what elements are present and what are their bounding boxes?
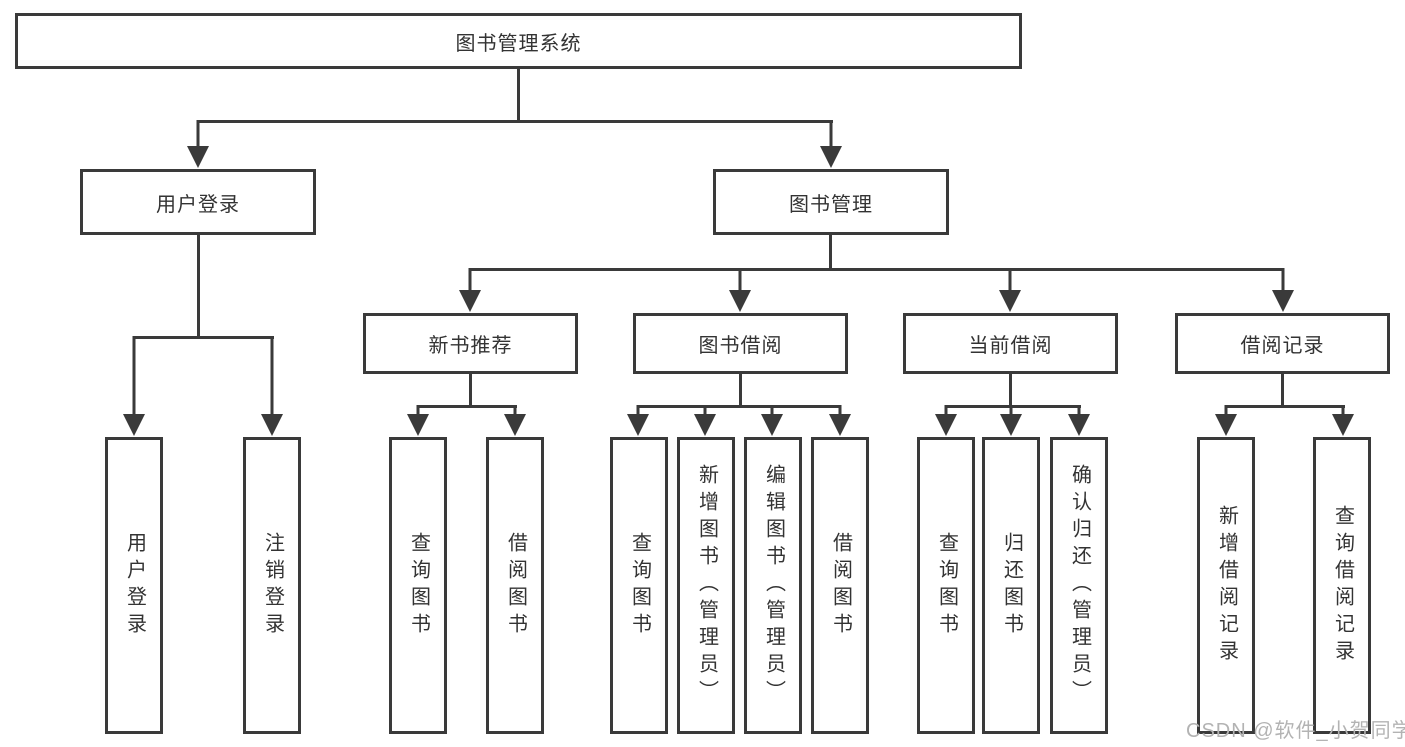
arrowhead-down-icon — [459, 268, 481, 312]
node-root-label: 图书管理系统 — [455, 32, 582, 55]
leaf-add-book-admin: 新增图书（管理员） — [677, 437, 735, 734]
leaf-label: 用户登录 — [123, 531, 146, 640]
node-label: 借阅记录 — [1240, 335, 1325, 357]
node-book-borrow: 图书借阅 — [633, 313, 848, 374]
leaf-label: 确认归还（管理员） — [1068, 464, 1091, 707]
node-borrow-records: 借阅记录 — [1175, 313, 1390, 374]
arrowhead-down-icon — [935, 405, 957, 436]
connector-line — [469, 268, 1284, 271]
arrowhead-down-icon — [123, 336, 145, 436]
arrowhead-down-icon — [1215, 405, 1237, 436]
connector-line — [197, 120, 833, 123]
arrowhead-down-icon — [694, 405, 716, 436]
leaf-confirm-return-admin: 确认归还（管理员） — [1050, 437, 1108, 734]
leaf-return-book: 归还图书 — [982, 437, 1040, 734]
connector-line — [829, 235, 832, 270]
connector-line — [133, 336, 274, 339]
leaf-label: 注销登录 — [261, 531, 284, 640]
leaf-query-books-2: 查询图书 — [610, 437, 668, 734]
connector-line — [1281, 374, 1284, 407]
leaf-query-books-1: 查询图书 — [389, 437, 447, 734]
connector-line — [945, 405, 1081, 408]
arrowhead-down-icon — [761, 405, 783, 436]
node-book-management-branch: 图书管理 — [713, 169, 949, 235]
connector-line — [637, 405, 841, 408]
arrowhead-down-icon — [627, 405, 649, 436]
leaf-user-login: 用户登录 — [105, 437, 163, 734]
connector-line — [417, 405, 517, 408]
leaf-query-borrow-record: 查询借阅记录 — [1313, 437, 1371, 734]
leaf-label: 新增图书（管理员） — [695, 464, 718, 707]
leaf-label: 查询借阅记录 — [1331, 504, 1354, 667]
leaf-label: 编辑图书（管理员） — [762, 464, 785, 707]
node-new-book-recommend: 新书推荐 — [363, 313, 578, 374]
arrowhead-down-icon — [407, 405, 429, 436]
node-label: 新书推荐 — [428, 335, 513, 357]
csdn-watermark: CSDN @软件_小贺同学 — [1186, 720, 1405, 742]
leaf-label: 查询图书 — [935, 531, 958, 640]
leaf-label: 查询图书 — [407, 531, 430, 640]
node-root: 图书管理系统 — [15, 13, 1022, 69]
leaf-borrow-books-1: 借阅图书 — [486, 437, 544, 734]
arrowhead-down-icon — [829, 405, 851, 436]
arrowhead-down-icon — [1068, 405, 1090, 436]
connector-line — [517, 69, 520, 122]
leaf-label: 借阅图书 — [829, 531, 852, 640]
arrowhead-down-icon — [999, 268, 1021, 312]
arrowhead-down-icon — [504, 405, 526, 436]
arrowhead-down-icon — [1272, 268, 1294, 312]
leaf-add-borrow-record: 新增借阅记录 — [1197, 437, 1255, 734]
leaf-logout: 注销登录 — [243, 437, 301, 734]
node-label: 图书借阅 — [698, 335, 783, 357]
arrowhead-down-icon — [729, 268, 751, 312]
arrowhead-down-icon — [820, 120, 842, 168]
leaf-label: 查询图书 — [628, 531, 651, 640]
node-current-borrow: 当前借阅 — [903, 313, 1118, 374]
connector-line — [739, 374, 742, 407]
leaf-label: 归还图书 — [1000, 531, 1023, 640]
node-label: 用户登录 — [156, 193, 240, 216]
connector-line — [1009, 374, 1012, 407]
leaf-label: 新增借阅记录 — [1215, 504, 1238, 667]
leaf-label: 借阅图书 — [504, 531, 527, 640]
connector-line — [197, 235, 200, 338]
connector-line — [469, 374, 472, 407]
arrowhead-down-icon — [187, 120, 209, 168]
leaf-borrow-books-2: 借阅图书 — [811, 437, 869, 734]
arrowhead-down-icon — [1332, 405, 1354, 436]
connector-line — [1225, 405, 1345, 408]
arrowhead-down-icon — [1000, 405, 1022, 436]
node-user-login-branch: 用户登录 — [80, 169, 316, 235]
leaf-query-books-3: 查询图书 — [917, 437, 975, 734]
leaf-edit-book-admin: 编辑图书（管理员） — [744, 437, 802, 734]
arrowhead-down-icon — [261, 336, 283, 436]
node-label: 当前借阅 — [968, 335, 1053, 357]
node-label: 图书管理 — [789, 193, 873, 216]
